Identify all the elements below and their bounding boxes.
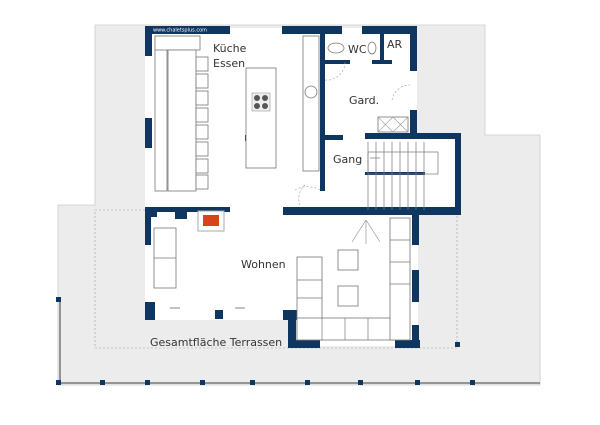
fireplace-icon bbox=[175, 210, 225, 232]
toilet-icon bbox=[327, 41, 377, 55]
room-label-wardrobe: Gard. bbox=[349, 94, 379, 107]
door-swings bbox=[294, 61, 411, 206]
cooktop-icon bbox=[251, 92, 271, 112]
staircase bbox=[367, 142, 439, 210]
room-label-living: Wohnen bbox=[241, 258, 286, 271]
room-label-terrace: Gesamtfläche Terrassen bbox=[150, 336, 282, 349]
kitchen-counters bbox=[154, 35, 320, 192]
living-furniture bbox=[153, 217, 411, 341]
wardrobe-cabinets bbox=[377, 116, 409, 133]
terrace-railing bbox=[56, 297, 540, 385]
room-label-wc: WC bbox=[348, 43, 367, 56]
room-label-hall: Gang bbox=[333, 153, 362, 166]
watermark: www.chaletsplus.com bbox=[153, 28, 207, 34]
watermark-bar bbox=[148, 26, 226, 33]
room-label-kitchen: Küche bbox=[213, 42, 247, 55]
room-label-dining: Essen bbox=[213, 57, 245, 70]
room-label-storage: AR bbox=[387, 38, 403, 51]
